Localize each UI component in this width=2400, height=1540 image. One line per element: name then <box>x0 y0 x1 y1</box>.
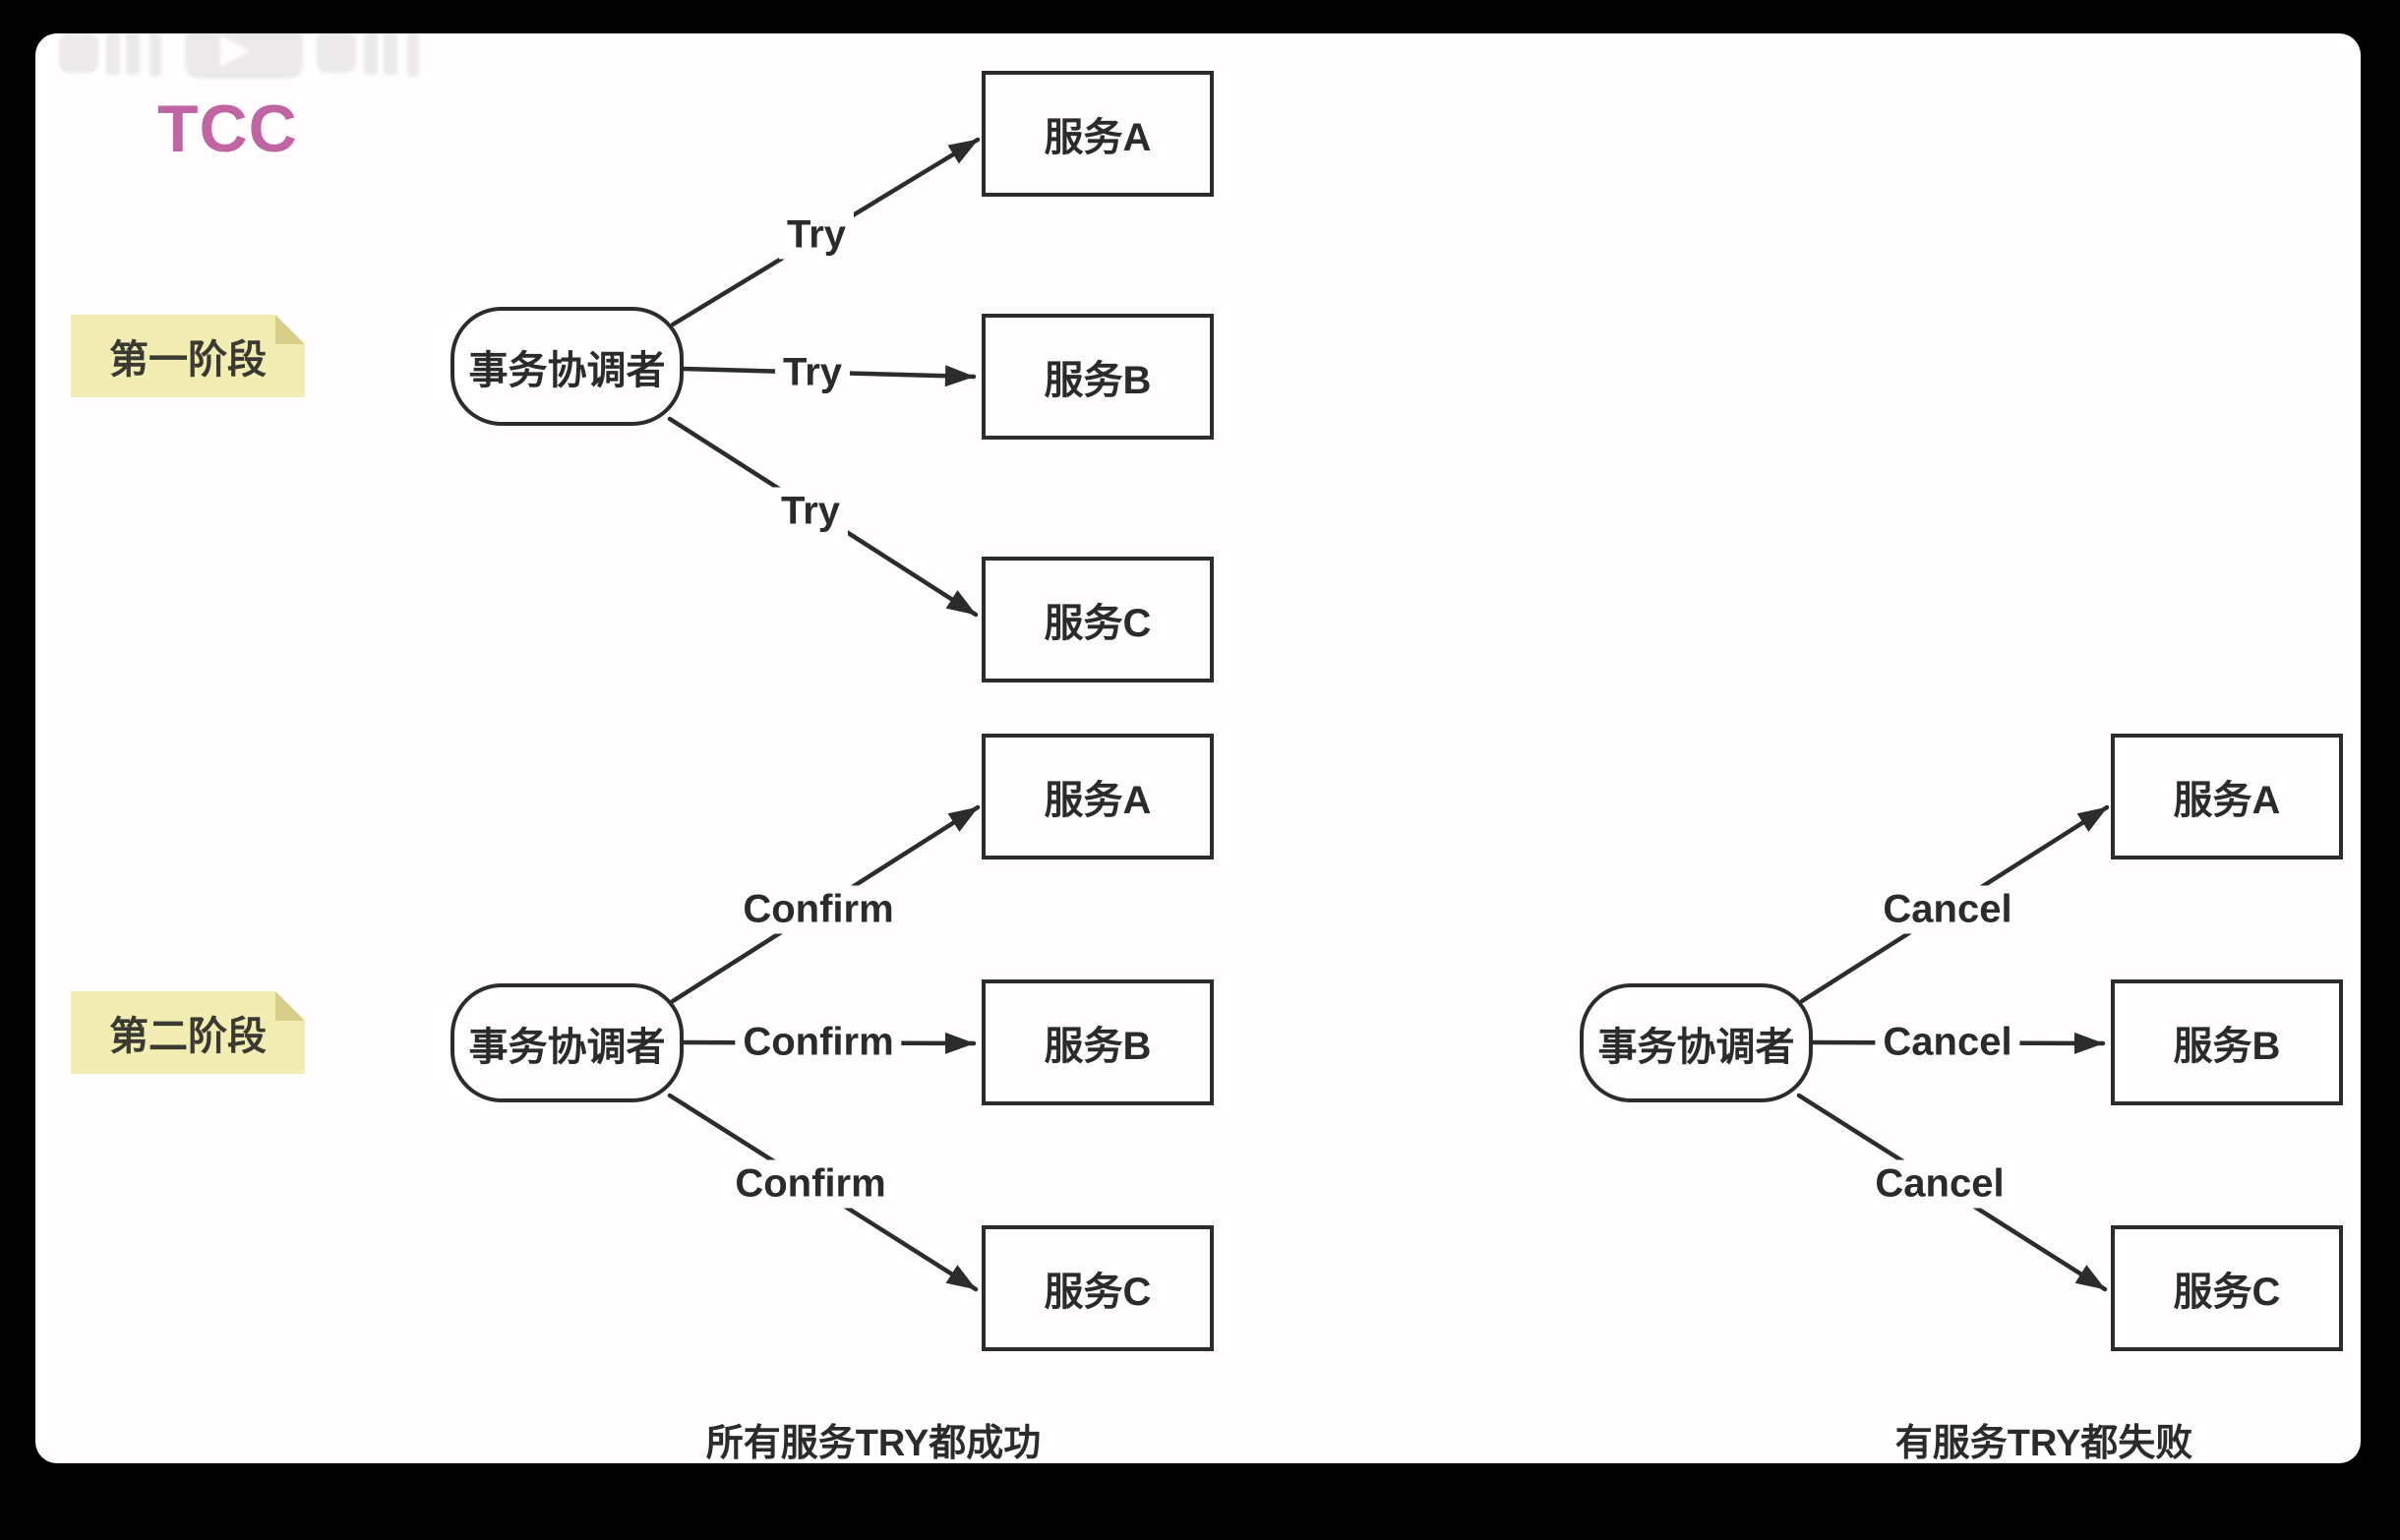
service-a-node-confirm: 服务A <box>982 734 1214 859</box>
arrow-label-try-c: Try <box>772 487 849 536</box>
stage-note-label: 第二阶段 <box>109 1015 267 1058</box>
coordinator-node-confirm: 事务协调者 <box>450 983 684 1102</box>
arrow-label-confirm-a: Confirm <box>735 885 902 934</box>
diagram-canvas: TCC 第一阶段 <box>35 33 2361 1463</box>
service-b-node-confirm: 服务B <box>982 979 1214 1105</box>
arrow-label-cancel-c: Cancel <box>1867 1159 2012 1209</box>
service-a-node-phase1: 服务A <box>982 71 1214 197</box>
arrow-label-confirm-b: Confirm <box>735 1018 902 1067</box>
page-title: TCC <box>157 91 298 166</box>
watermark-blob <box>317 33 356 73</box>
play-icon <box>220 35 250 67</box>
service-c-node-phase1: 服务C <box>982 557 1214 682</box>
caption-confirm-branch: 所有服务TRY都成功 <box>705 1423 1042 1463</box>
watermark-blob <box>407 33 419 77</box>
watermark-blob <box>364 33 378 75</box>
watermark-blob <box>59 33 98 73</box>
watermark-blob <box>126 33 140 75</box>
watermark-blob <box>384 33 397 75</box>
service-c-node-cancel: 服务C <box>2111 1225 2343 1351</box>
service-a-node-cancel: 服务A <box>2111 734 2343 859</box>
stage-note-phase-2: 第二阶段 <box>71 991 305 1074</box>
watermark-logo <box>59 33 610 83</box>
watermark-blob <box>106 33 120 75</box>
arrow-label-cancel-b: Cancel <box>1875 1018 2020 1067</box>
service-b-node-phase1: 服务B <box>982 314 1214 440</box>
caption-cancel-branch: 有服务TRY都失败 <box>1894 1423 2193 1463</box>
coordinator-node-phase1: 事务协调者 <box>450 307 684 426</box>
arrow-label-try-b: Try <box>774 348 851 397</box>
service-b-node-cancel: 服务B <box>2111 979 2343 1105</box>
watermark-blob <box>150 33 161 77</box>
stage-note-phase-1: 第一阶段 <box>71 315 305 397</box>
coordinator-node-cancel: 事务协调者 <box>1580 983 1813 1102</box>
arrow-label-try-a: Try <box>778 210 855 260</box>
stage-note-label: 第一阶段 <box>109 338 267 382</box>
service-c-node-confirm: 服务C <box>982 1225 1214 1351</box>
arrow-label-cancel-a: Cancel <box>1875 885 2020 934</box>
arrow-label-confirm-c: Confirm <box>727 1159 894 1209</box>
